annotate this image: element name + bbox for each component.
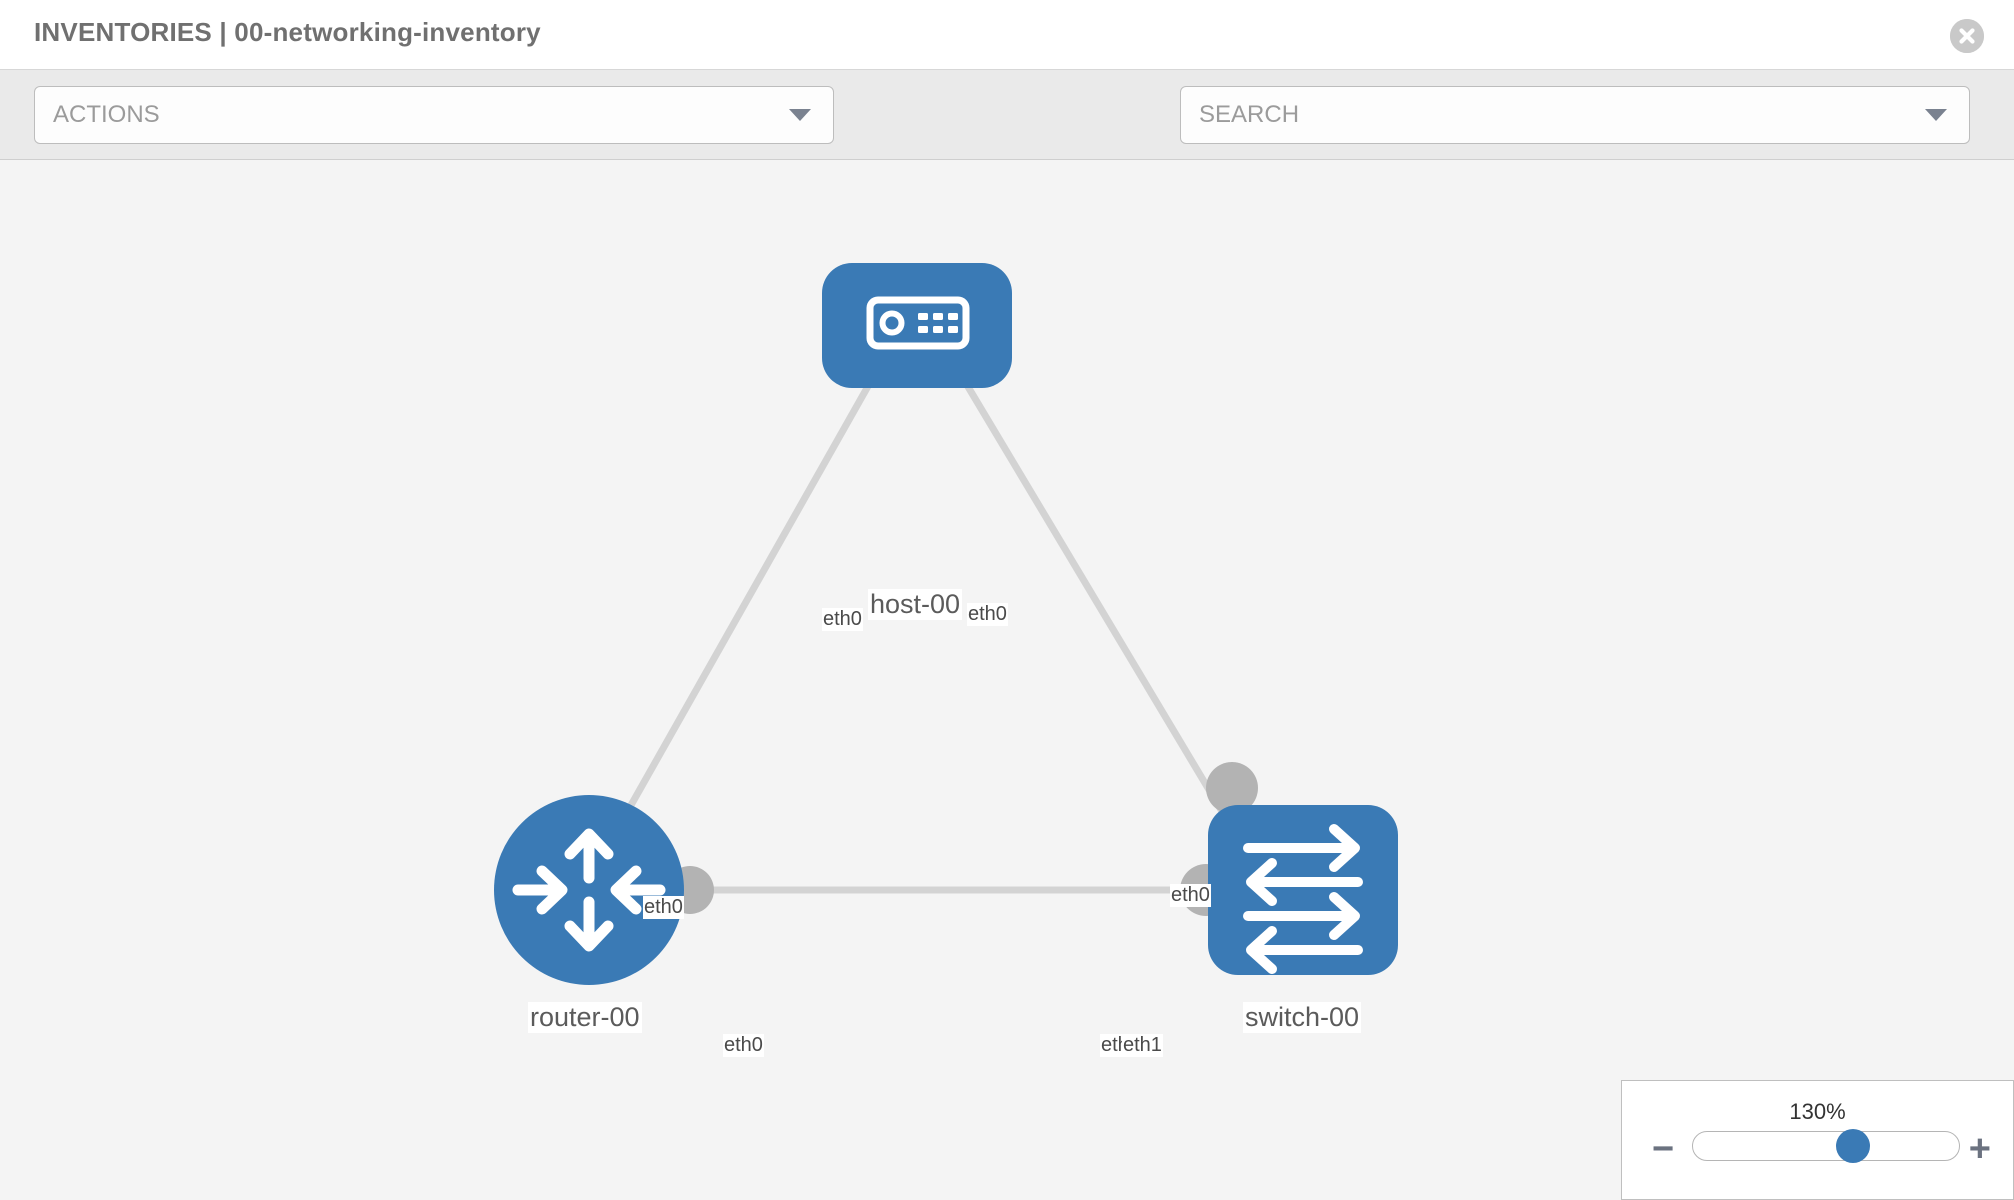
topology-graph bbox=[494, 263, 1398, 985]
iface-label-host-eth0-left: eth0 bbox=[822, 608, 863, 631]
iface-label-router-eth0-uplink: eth0 bbox=[643, 896, 684, 919]
toolbar: ACTIONS SEARCH bbox=[0, 70, 2014, 195]
actions-dropdown-label: ACTIONS bbox=[53, 101, 160, 128]
topology-canvas[interactable]: host-00 router-00 switch-00 eth0 eth0 et… bbox=[0, 160, 2014, 1200]
zoom-out-button[interactable]: − bbox=[1652, 1128, 1675, 1170]
close-icon[interactable] bbox=[1950, 19, 1984, 53]
iface-label-switch-eth1: eth1 bbox=[1122, 1034, 1163, 1057]
topology-links bbox=[596, 363, 1250, 894]
zoom-in-button[interactable]: + bbox=[1968, 1128, 1991, 1170]
node-router-00[interactable] bbox=[494, 795, 684, 985]
zoom-control-panel: 130% − + bbox=[1621, 1080, 2014, 1200]
link-host-router[interactable] bbox=[596, 363, 884, 862]
zoom-slider[interactable] bbox=[1692, 1129, 1960, 1163]
chevron-down-icon bbox=[1925, 109, 1947, 121]
zoom-slider-thumb[interactable] bbox=[1835, 1129, 1870, 1163]
iface-label-host-eth0-right: eth0 bbox=[967, 603, 1008, 626]
zoom-level-value: 130% bbox=[1789, 1099, 1846, 1124]
server-icon bbox=[866, 296, 970, 350]
actions-dropdown[interactable]: ACTIONS bbox=[34, 86, 834, 144]
close-glyph bbox=[1950, 19, 1984, 53]
search-placeholder: SEARCH bbox=[1199, 101, 1300, 128]
iface-label-router-eth0-east: eth0 bbox=[723, 1034, 764, 1057]
node-switch-00[interactable] bbox=[1208, 805, 1398, 975]
connector-switch-nw bbox=[1206, 762, 1258, 814]
page-header: INVENTORIES | 00-networking-inventory bbox=[0, 0, 2014, 70]
iface-label-switch-eth0-uplink: eth0 bbox=[1170, 884, 1211, 907]
node-label-switch-00: switch-00 bbox=[1243, 1002, 1362, 1033]
page-title: INVENTORIES | 00-networking-inventory bbox=[34, 17, 541, 47]
node-label-router-00: router-00 bbox=[528, 1002, 642, 1033]
search-input[interactable]: SEARCH bbox=[1180, 86, 1970, 144]
node-host-00[interactable] bbox=[822, 263, 1012, 388]
switch-arrows-icon bbox=[1243, 824, 1363, 974]
router-arrows-icon bbox=[512, 828, 666, 952]
node-label-host-00: host-00 bbox=[868, 589, 963, 620]
link-host-switch[interactable] bbox=[951, 363, 1249, 852]
chevron-down-icon bbox=[789, 109, 811, 121]
